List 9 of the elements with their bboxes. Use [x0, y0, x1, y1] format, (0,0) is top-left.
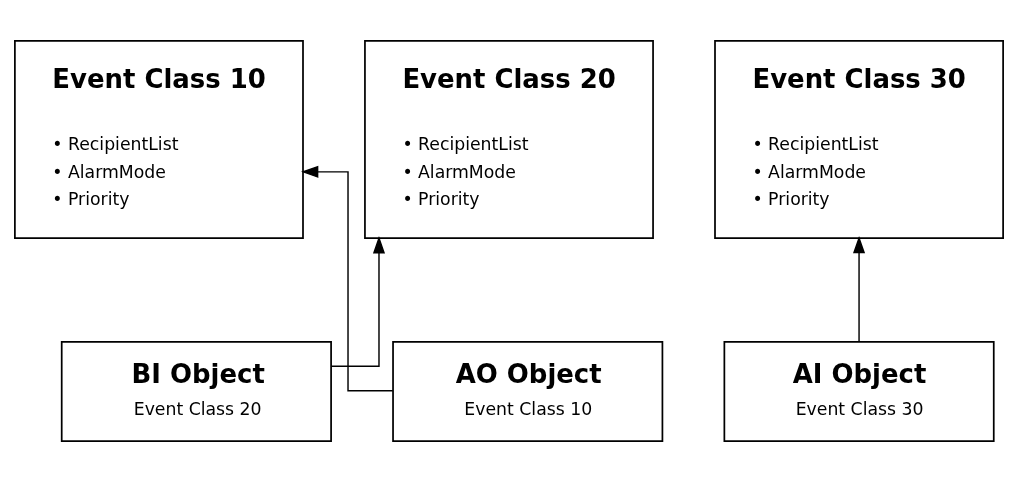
node-box: Event Class 10 • RecipientList • AlarmMode • Priority	[14, 39, 304, 239]
arrow	[853, 236, 866, 343]
node-box: BI Object Event Class 20	[60, 340, 332, 443]
node-box: Event Class 20 • RecipientList • AlarmMode • Priority	[364, 39, 654, 239]
node-box: AI Object Event Class 30	[723, 340, 995, 443]
node-box: Event Class 30 • RecipientList • AlarmMode • Priority	[714, 39, 1004, 239]
arrow	[330, 236, 386, 368]
node-box: AO Object Event Class 10	[392, 340, 664, 443]
arrow	[301, 165, 394, 392]
